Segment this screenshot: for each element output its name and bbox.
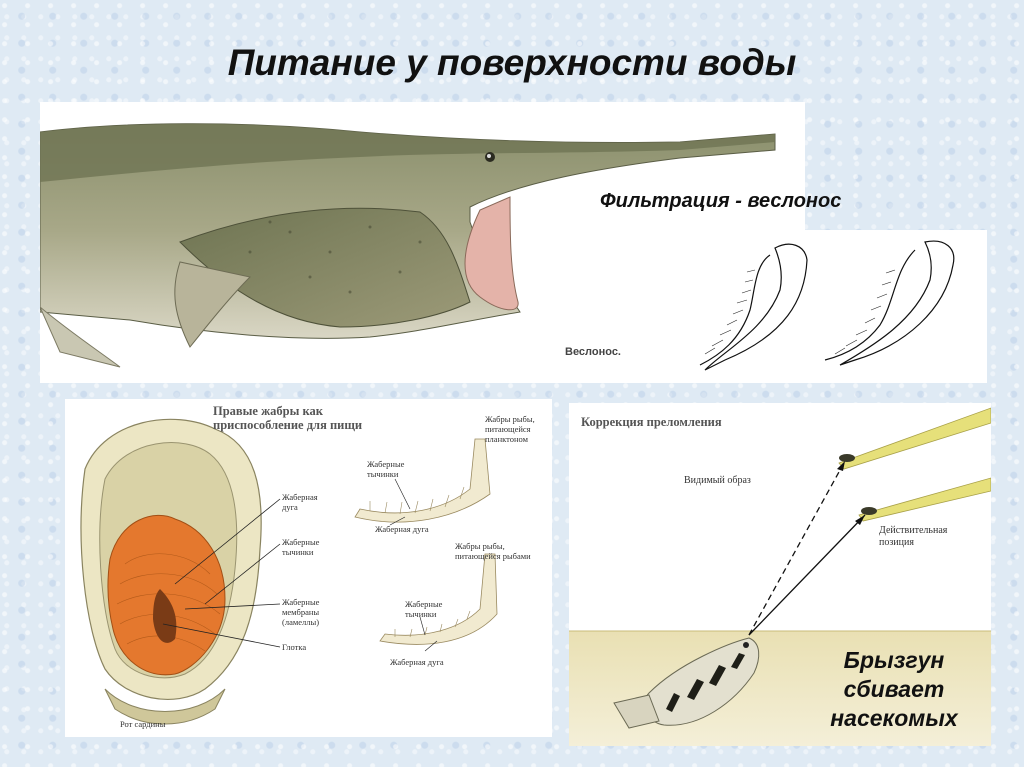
actual-label-2: позиция xyxy=(879,537,914,548)
label-fish-1: Жабры рыбы, xyxy=(455,541,505,551)
label-membranes-3: (ламеллы) xyxy=(282,617,320,627)
gills-panel: Правые жабры как приспособление для пищи… xyxy=(65,399,552,737)
label-arch-bot: Жаберная дуга xyxy=(390,657,444,667)
sardine-mouth-drawing xyxy=(80,418,498,725)
archerfish-caption: Брызгун сбивает насекомых xyxy=(799,646,989,733)
gill-rakers-drawing xyxy=(695,230,987,383)
label-membranes-1: Жаберные xyxy=(282,597,320,607)
label-rakers-1: Жаберные xyxy=(282,537,320,547)
label-rakers-2: тычинки xyxy=(282,547,314,557)
paddlefish-drawing xyxy=(40,123,776,368)
archer-heading: Коррекция преломления xyxy=(581,415,722,429)
label-membranes-2: мембраны xyxy=(282,607,320,617)
actual-label-1: Действительная xyxy=(879,525,948,536)
label-arch-top: Жаберная дуга xyxy=(375,524,429,534)
label-plankton-3: планктоном xyxy=(485,434,528,444)
label-mouth: Рот сардины xyxy=(120,719,166,729)
paddlefish-illustration: Веслонос. xyxy=(40,102,805,383)
filtration-caption: Фильтрация - веслонос xyxy=(600,190,842,212)
label-plankton-2: питающейся xyxy=(485,424,531,434)
gills-heading-line2: приспособление для пищи xyxy=(213,418,363,432)
gills-heading-line1: Правые жабры как xyxy=(213,404,323,418)
label-rakers-top-2: тычинки xyxy=(367,469,399,479)
label-fish-2: питающейся рыбами xyxy=(455,551,531,561)
apparent-label: Видимый образ xyxy=(684,475,751,486)
paddlefish-label: Веслонос. xyxy=(565,346,621,358)
slide-title: Питание у поверхности воды xyxy=(227,42,797,83)
archer-caption-line3: насекомых xyxy=(830,705,958,731)
archerfish-drawing xyxy=(569,407,991,746)
label-pharynx: Глотка xyxy=(282,642,307,652)
label-rakers-top-1: Жаберные xyxy=(367,459,405,469)
archer-caption-line2: сбивает xyxy=(843,676,945,702)
label-rakers-bot-1: Жаберные xyxy=(405,599,443,609)
gill-rakers-sketch xyxy=(699,240,955,371)
label-plankton-1: Жабры рыбы, xyxy=(485,414,535,424)
label-rakers-bot-2: тычинки xyxy=(405,609,437,619)
label-arch-2: дуга xyxy=(282,502,298,512)
archerfish-panel: Коррекция преломления Видимый образ Дейс… xyxy=(569,403,991,746)
archer-caption-line1: Брызгун xyxy=(843,647,945,673)
label-arch-1: Жаберная xyxy=(282,492,318,502)
